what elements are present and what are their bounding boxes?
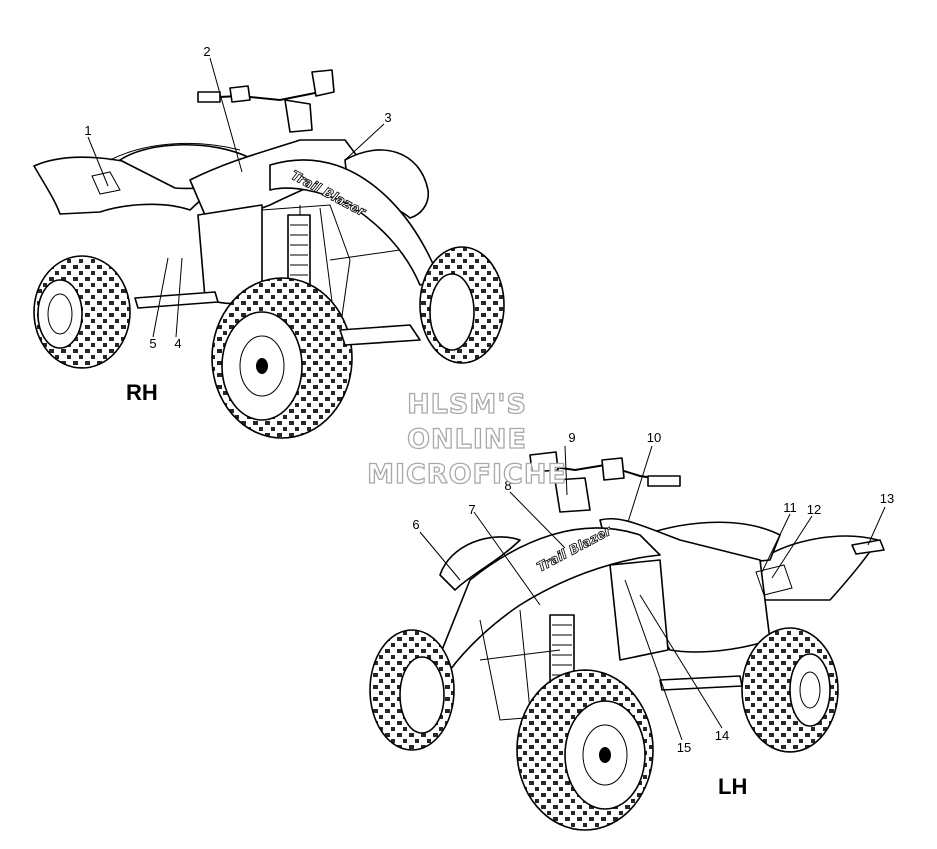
lh-tag <box>851 539 885 555</box>
watermark-line-2: ONLINE <box>407 424 527 455</box>
callout-4: 4 <box>174 336 181 351</box>
callout-7: 7 <box>468 502 475 517</box>
view-label-rh: RH <box>126 380 158 405</box>
callout-10: 10 <box>647 430 661 445</box>
callout-1: 1 <box>84 123 91 138</box>
watermark: HLSM'S ONLINE MICROFICHE <box>366 388 567 490</box>
rh-rear-rack <box>109 142 241 161</box>
view-label-lh: LH <box>718 774 747 799</box>
rh-headlight-pod <box>284 99 313 133</box>
lh-footrest <box>659 675 743 691</box>
lh-front-nose <box>439 527 661 671</box>
lh-headlight-pod <box>554 477 591 513</box>
leader-lines <box>87 57 886 741</box>
watermark-line-3: MICROFICHE <box>367 459 567 490</box>
atv-lh-view: Trail Blazer <box>369 451 885 831</box>
callout-15: 15 <box>677 740 691 755</box>
callout-11: 11 <box>783 500 797 515</box>
atv-rh-view: Trail Blazer <box>33 69 505 439</box>
rh-front-bumper <box>339 324 421 346</box>
lh-front-fender <box>439 536 521 591</box>
callout-labels: 1 2 3 4 5 6 7 8 9 10 11 12 13 14 15 <box>84 44 894 755</box>
callout-5: 5 <box>149 336 156 351</box>
callout-6: 6 <box>412 517 419 532</box>
lh-side-panel <box>609 559 669 661</box>
callout-14: 14 <box>715 728 729 743</box>
rh-handlebar <box>197 91 321 102</box>
callout-2: 2 <box>203 44 210 59</box>
callout-12: 12 <box>807 502 821 517</box>
watermark-line-1: HLSM'S <box>407 389 527 420</box>
callout-13: 13 <box>880 491 894 506</box>
callout-9: 9 <box>568 430 575 445</box>
callout-3: 3 <box>384 110 391 125</box>
rh-footrest <box>134 291 219 309</box>
callout-8: 8 <box>504 478 511 493</box>
